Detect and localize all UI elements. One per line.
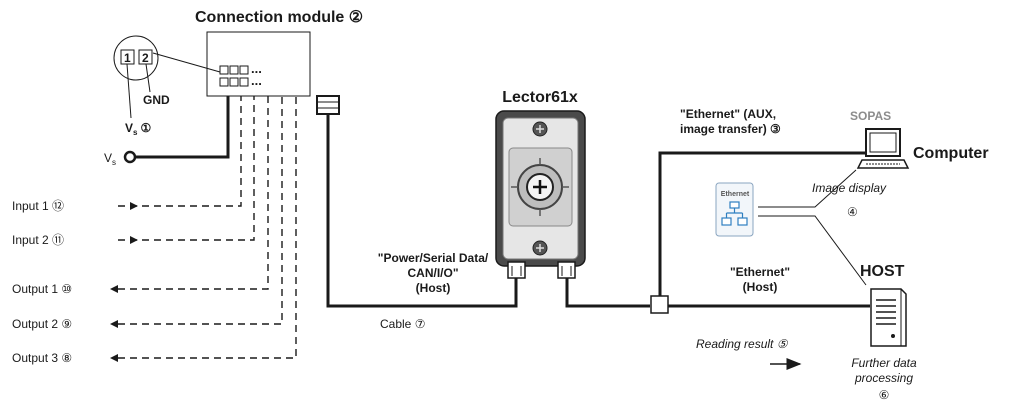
signal-label-output-3: Output 3 ⑧ <box>12 351 72 365</box>
pin2-label: 2 <box>142 51 149 65</box>
ethernet-host-line-2: (Host) <box>743 280 778 294</box>
ethernet-splitter <box>650 295 669 314</box>
vs-leader <box>126 63 132 119</box>
ethernet-aux-line-2: image transfer) ③ <box>680 122 781 136</box>
module-connector <box>316 95 340 115</box>
pin2-box <box>138 49 153 65</box>
signal-label-output-2: Output 2 ⑨ <box>12 317 72 331</box>
image-display-number: ④ <box>847 205 858 219</box>
device-title: Lector61x <box>502 89 578 106</box>
terminal-dots-bottom: ... <box>251 73 262 88</box>
ethernet-host-line-1: "Ethernet" <box>730 265 790 279</box>
host-title: HOST <box>860 263 905 280</box>
signal-label-input-1: Input 1 ⑫ <box>12 199 64 213</box>
further-processing-line-2: processing <box>854 371 913 385</box>
magnifier-leader <box>152 52 221 73</box>
host-server-icon <box>870 288 907 347</box>
image-display-label: Image display <box>812 181 887 195</box>
switch-to-host-line <box>758 215 867 286</box>
cable-label-line-1: "Power/Serial Data/ <box>378 251 489 265</box>
terminal-dots-top: ... <box>251 61 262 76</box>
further-processing-line-1: Further data <box>851 356 917 370</box>
supply-wire <box>135 96 230 159</box>
connection-module-box <box>206 31 311 97</box>
connection-module-title: Connection module ② <box>195 9 363 26</box>
further-processing-number: ⑥ <box>879 388 890 402</box>
io-arrows <box>110 202 138 362</box>
signal-label-input-2: Input 2 ⑪ <box>12 233 64 247</box>
cable-name: Cable ⑦ <box>380 317 425 331</box>
ethernet-cable <box>565 278 650 308</box>
computer-title: Computer <box>913 145 989 162</box>
terminal-block <box>219 65 249 87</box>
supply-vs-label: Vs <box>104 151 116 167</box>
gnd-label: GND <box>143 93 170 107</box>
aux-cable <box>658 151 866 296</box>
cable-label-line-2: CAN/I/O" <box>407 266 458 280</box>
network-glyph <box>721 201 748 226</box>
sopas-label: SOPAS <box>850 109 891 123</box>
supply-terminal <box>123 150 137 164</box>
ethernet-switch-label: Ethernet <box>721 191 750 198</box>
signal-label-output-1: Output 1 ⑩ <box>12 282 72 296</box>
host-cable <box>326 114 518 308</box>
cable-label-line-3: (Host) <box>416 281 451 295</box>
pin1-label: 1 <box>124 51 131 65</box>
reading-result-label: Reading result ⑤ <box>696 337 789 351</box>
ethernet-aux-line-1: "Ethernet" (AUX, <box>680 107 776 121</box>
gnd-leader <box>145 63 151 93</box>
io-dashed-wires <box>118 96 297 359</box>
switch-to-computer-line <box>758 169 857 208</box>
device-lens-cross <box>533 180 547 194</box>
